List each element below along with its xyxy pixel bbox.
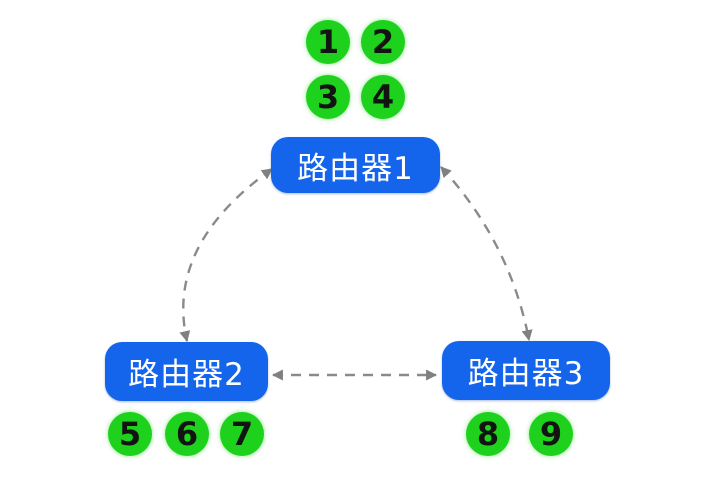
router3-node: 路由器3 — [442, 341, 610, 400]
link-router1-router2 — [179, 168, 273, 343]
port-badge-6: 6 — [165, 412, 209, 456]
port-badge-7: 7 — [220, 412, 264, 456]
port-badge-1: 1 — [306, 20, 350, 64]
router2-node: 路由器2 — [105, 342, 268, 401]
port-badge-5: 5 — [108, 412, 152, 456]
router1-node: 路由器1 — [271, 137, 440, 193]
port-badge-9: 9 — [529, 412, 573, 456]
router1-label: 路由器1 — [297, 150, 414, 187]
link-router1-router3 — [440, 166, 533, 342]
router3-label: 路由器3 — [467, 356, 585, 392]
port-badge-3: 3 — [306, 75, 350, 119]
port-badge-8: 8 — [466, 412, 510, 456]
port-badge-4: 4 — [361, 75, 405, 119]
router2-label: 路由器2 — [128, 357, 245, 393]
port-badge-2: 2 — [361, 20, 405, 64]
